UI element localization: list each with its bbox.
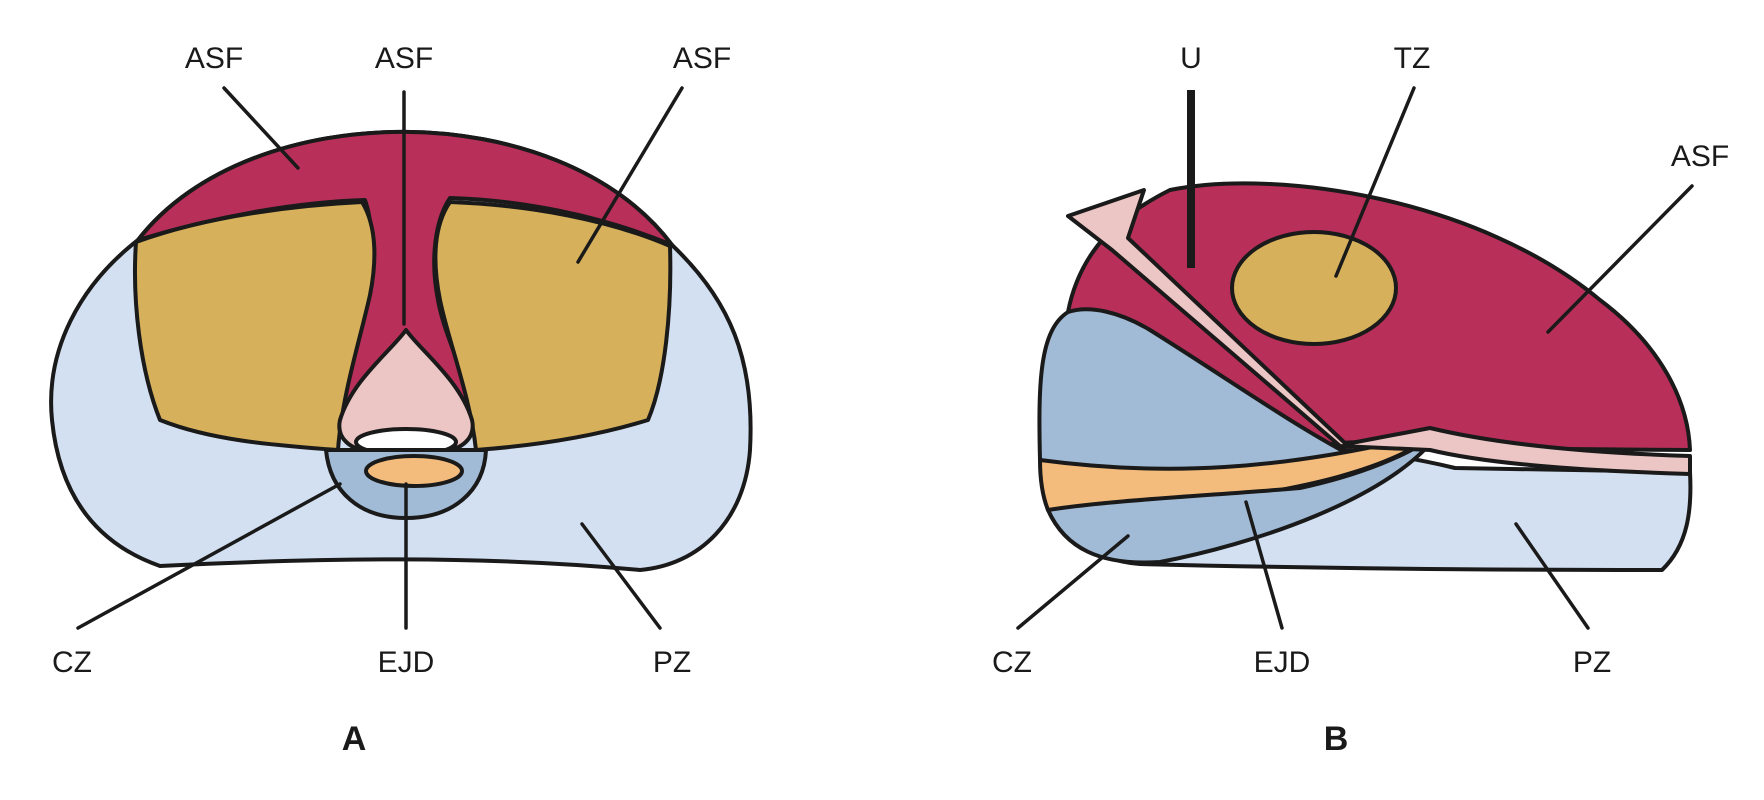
panel-b-leader-tz <box>1334 86 1416 278</box>
panel-a-leader-asf-right <box>576 86 684 264</box>
panel-b-leader-pz <box>1514 522 1590 630</box>
panel-b-urethra-marker <box>1187 90 1195 268</box>
panel-a-ejaculatory-duct <box>364 454 464 488</box>
panel-b-label-tz: TZ <box>1394 42 1431 75</box>
panel-a-leader-cz <box>76 482 342 630</box>
panel-b-label-u: U <box>1180 42 1202 75</box>
panel-b-transition-zone <box>1230 230 1398 346</box>
panel-a-tz-left <box>133 200 377 452</box>
panel-a-tz-right <box>433 200 673 452</box>
panel-b-label-pz: PZ <box>1573 646 1611 679</box>
panel-b-caption: B <box>1324 720 1349 758</box>
panel-a-label-asf-right: ASF <box>673 42 731 75</box>
panel-b-leader-ejd <box>1244 500 1284 630</box>
panel-a-label-asf-left: ASF <box>185 42 243 75</box>
panel-a-label-ejd: EJD <box>378 646 435 679</box>
panel-a-leader-pz <box>580 522 662 630</box>
panel-a: ASF ASF ASF CZ EJD PZ A <box>49 42 753 758</box>
panel-b-label-cz: CZ <box>992 646 1032 679</box>
panel-b-leader-asf <box>1546 184 1694 334</box>
panel-a-label-pz: PZ <box>653 646 691 679</box>
panel-b-label-asf: ASF <box>1671 140 1729 173</box>
panel-a-label-cz: CZ <box>52 646 92 679</box>
panel-b: U TZ ASF CZ EJD PZ B <box>992 42 1729 758</box>
panel-a-leader-asf-left <box>222 86 300 170</box>
panel-b-leader-cz <box>1016 534 1130 630</box>
panel-b-urethra <box>1066 188 1692 476</box>
panel-a-caption: A <box>342 720 367 758</box>
panel-b-label-ejd: EJD <box>1254 646 1311 679</box>
panel-a-label-asf-mid: ASF <box>375 42 433 75</box>
